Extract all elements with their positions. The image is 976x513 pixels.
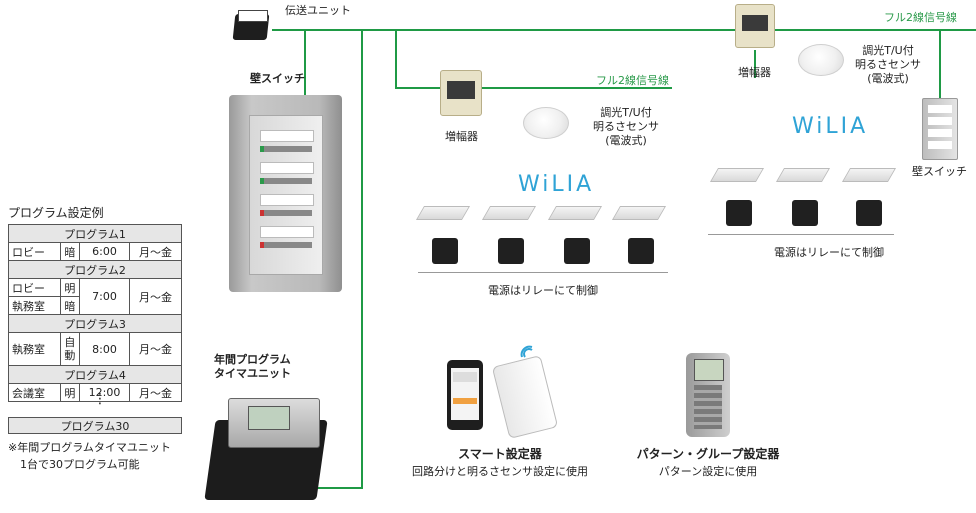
annual-timer-label: 年間プログラム タイマユニット: [214, 353, 291, 381]
wilia-logo-2: WiLIA: [792, 114, 869, 139]
wireless-signal-icon: [520, 344, 534, 358]
relay-unit: [628, 238, 654, 264]
program-4-days: 月～金: [129, 383, 182, 402]
wall-switch-small: [922, 98, 958, 160]
sensor-1-line-1: 調光T/U付: [600, 106, 652, 119]
wall-switch-label: 壁スイッチ: [250, 72, 305, 85]
annual-timer-unit: [204, 390, 328, 508]
program-2-room-2: 執務室: [8, 296, 61, 315]
amplifier-2: [735, 4, 775, 48]
ceiling-light: [481, 206, 537, 220]
sensor-2-label: 調光T/U付 明るさセンサ (電波式): [848, 44, 928, 85]
annual-timer-line-1: 年間プログラム: [214, 353, 291, 366]
program-1-mode: 暗: [59, 242, 80, 261]
program-4-mode: 明: [59, 383, 80, 402]
ceiling-light: [775, 168, 831, 182]
program-note-line-2: 1台で30プログラム可能: [20, 458, 140, 471]
program-1-header: プログラム1: [8, 224, 182, 243]
program-2-header: プログラム2: [8, 260, 182, 279]
program-4-time: 12:00: [78, 383, 131, 402]
wall-switch-small-label: 壁スイッチ: [912, 165, 967, 178]
relay-note-1: 電源はリレーにて制御: [488, 284, 598, 297]
program-2-mode-2: 暗: [59, 296, 80, 315]
sensor-1-label: 調光T/U付 明るさセンサ (電波式): [586, 106, 666, 147]
program-3-mode: 自動: [59, 332, 80, 366]
transmission-unit: [232, 8, 272, 44]
light-fixture-group-2: [708, 164, 898, 236]
brightness-sensor-1: [523, 107, 569, 139]
sensor-1-line-3: (電波式): [605, 133, 647, 147]
sensor-1-line-2: 明るさセンサ: [593, 119, 659, 133]
relay-note-2: 電源はリレーにて制御: [774, 246, 884, 259]
ceiling-light: [547, 206, 603, 220]
signal-line-label-1: フル2線信号線: [596, 74, 669, 87]
smart-setter-title: スマート設定器: [458, 447, 542, 461]
program-2-mode-1: 明: [59, 278, 80, 297]
sensor-2-line-3: (電波式): [867, 71, 909, 85]
amplifier-1-label: 増幅器: [445, 130, 478, 143]
program-4-room: 会議室: [8, 383, 61, 402]
amplifier-1: [440, 70, 482, 116]
signal-line-label-2: フル2線信号線: [884, 11, 957, 24]
program-1-time: 6:00: [78, 242, 131, 261]
program-1-days: 月～金: [129, 242, 182, 261]
program-table-ellipsis: ⋮: [93, 391, 107, 407]
pattern-setter-device: [686, 353, 730, 437]
sensor-2-line-1: 調光T/U付: [862, 44, 914, 57]
relay-unit: [432, 238, 458, 264]
ceiling-light: [709, 168, 765, 182]
brightness-sensor-2: [798, 44, 844, 76]
sensor-2-line-2: 明るさセンサ: [855, 57, 921, 71]
ceiling-light: [415, 206, 471, 220]
light-fixture-group-1: [415, 200, 678, 276]
program-3-room: 執務室: [8, 332, 61, 366]
program-4-header: プログラム4: [8, 365, 182, 384]
program-table-title: プログラム設定例: [8, 206, 104, 220]
wall-switch-large: [229, 95, 342, 292]
relay-unit: [498, 238, 524, 264]
program-2-time: 7:00: [78, 278, 131, 315]
program-note-line-1: ※年間プログラムタイマユニット: [8, 441, 171, 454]
ceiling-light: [611, 206, 667, 220]
amplifier-2-label: 増幅器: [738, 66, 771, 79]
wilia-logo-1: WiLIA: [518, 172, 595, 197]
program-3-header: プログラム3: [8, 314, 182, 333]
program-1-room: ロビー: [8, 242, 61, 261]
pattern-setter-desc: パターン設定に使用: [658, 465, 758, 478]
transmission-unit-label: 伝送ユニット: [285, 4, 351, 17]
ceiling-light: [841, 168, 897, 182]
program-30-header: プログラム30: [8, 417, 182, 434]
relay-unit: [564, 238, 590, 264]
pattern-setter-title: パターン・グループ設定器: [636, 447, 780, 461]
relay-unit: [726, 200, 752, 226]
smart-setter-desc: 回路分けと明るさセンサ設定に使用: [412, 465, 588, 478]
relay-unit: [792, 200, 818, 226]
program-3-time: 8:00: [78, 332, 131, 366]
program-table: プログラム1 ロビー 暗 6:00 月～金 プログラム2 ロビー 明 7:00 …: [8, 224, 182, 402]
annual-timer-line-2: タイマユニット: [214, 366, 291, 380]
program-3-days: 月～金: [129, 332, 182, 366]
smartphone: [447, 360, 483, 430]
relay-unit: [856, 200, 882, 226]
program-2-room-1: ロビー: [8, 278, 61, 297]
program-2-days: 月～金: [129, 278, 182, 315]
